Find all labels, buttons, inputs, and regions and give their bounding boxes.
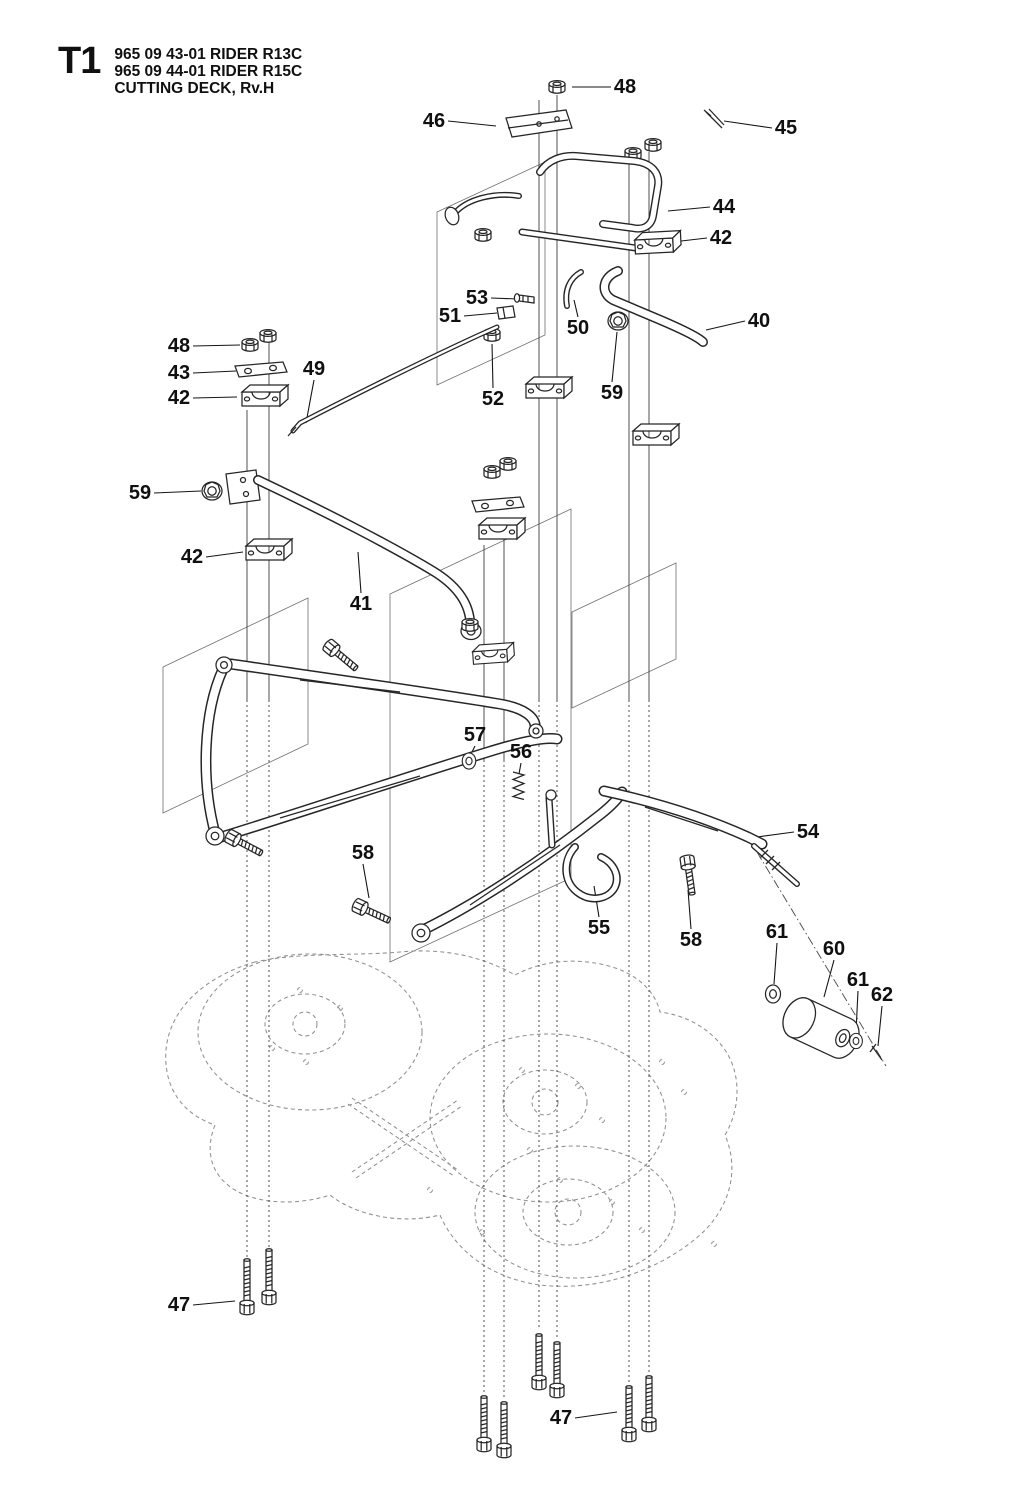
callout-label: 56: [510, 741, 532, 763]
hex-nut-48-left-a: [241, 337, 259, 352]
callout-label: 61: [847, 969, 869, 991]
clamp-arm-41: [471, 641, 516, 665]
center-link: [545, 789, 557, 849]
callout-label: 54: [797, 821, 820, 843]
deck-bolt-47-h: [641, 1375, 657, 1433]
cotter-pin-45: [703, 108, 725, 129]
hex-nut-center-b: [483, 464, 501, 479]
spacer-51: [496, 305, 516, 320]
flange-nut-59-left: [201, 481, 223, 501]
deck-dome-bottom: [474, 1145, 676, 1279]
callout-label: 47: [550, 1407, 572, 1429]
bolt-projection-lines: [246, 95, 650, 1398]
callout-label: 42: [168, 387, 190, 409]
lift-arm-41: [253, 475, 482, 641]
lift-arm-54: [598, 785, 800, 887]
deck-dome-left: [197, 953, 423, 1111]
flange-nut-59-right: [607, 311, 629, 331]
deck-bolt-47-e: [476, 1395, 492, 1453]
callout-label: 59: [129, 482, 151, 504]
spring-56: [511, 771, 526, 801]
callout-label: 43: [168, 362, 190, 384]
deck-bolt-holes: [269, 987, 717, 1247]
hex-nut-48-left-b: [259, 328, 277, 343]
clamp-42-left: [241, 384, 289, 407]
drawing-title: CUTTING DECK, Rv.H: [114, 80, 275, 98]
hex-nut-center-a: [499, 456, 517, 471]
washer-plate-center: [471, 496, 525, 513]
washer-61-inner: [849, 1032, 863, 1050]
sheet-code: T1: [58, 40, 101, 82]
callout-labels: 48 46 45 44 42 53 51 50 40 48 43 42 49 5…: [129, 76, 893, 1429]
callout-label: 62: [871, 984, 893, 1006]
washer-57: [461, 752, 477, 770]
callout-label: 46: [423, 110, 445, 132]
screw-53: [513, 293, 535, 304]
callout-label: 45: [775, 117, 797, 139]
parts: [200, 79, 887, 1459]
clamp-center: [478, 517, 526, 540]
deck-bolt-47-c: [531, 1333, 547, 1391]
adjuster-rod-49: [287, 324, 500, 437]
hex-bolt-58-right: [679, 853, 700, 897]
deck-bolt-47-d: [549, 1341, 565, 1399]
washer-plate-43-left: [234, 361, 288, 378]
hook-rod-55: [562, 843, 621, 903]
deck-outline: [165, 950, 738, 1287]
title-block: T1 965 09 43-01 RIDER R13C 965 09 44-01 …: [58, 40, 303, 98]
hex-nut-loop-rod: [474, 227, 492, 242]
callout-label: 49: [303, 358, 325, 380]
callout-label: 41: [350, 593, 372, 615]
callout-label: 47: [168, 1294, 190, 1316]
frame-strap-44: [536, 151, 663, 233]
hex-bolt-58-left: [349, 896, 394, 928]
deck-bolt-47-b: [261, 1248, 277, 1306]
washer-61-outer: [764, 984, 782, 1004]
callout-label: 52: [482, 388, 504, 410]
callout-label: 48: [168, 335, 190, 357]
deck-bolt-47-g: [621, 1385, 637, 1443]
model-number-2: 965 09 44-01 RIDER R15C: [114, 63, 303, 81]
clamp-42-right: [633, 229, 683, 255]
callout-label: 57: [464, 724, 486, 746]
clamp-right-lower: [632, 423, 680, 446]
hex-nut-48-top: [548, 79, 566, 94]
pivot-bracket: [225, 469, 261, 505]
callout-label: 53: [466, 287, 488, 309]
spindle-bottom: [554, 1198, 582, 1226]
lift-frame-arms: [200, 656, 628, 943]
callout-label: 44: [713, 196, 736, 218]
deck-bolt-47-a: [239, 1258, 255, 1316]
clamp-mid: [525, 376, 573, 399]
roller-60: [782, 997, 860, 1059]
callout-label: 40: [748, 310, 770, 332]
callout-label: 48: [614, 76, 636, 98]
deck-bolt-47-f: [496, 1401, 512, 1459]
callout-label: 61: [766, 921, 788, 943]
callout-label: 58: [680, 929, 702, 951]
hex-bolt-upper-arm: [320, 637, 362, 675]
leader-lines: [153, 86, 883, 1419]
pivot-shaft: [518, 228, 654, 254]
callout-label: 60: [823, 938, 845, 960]
callout-label: 51: [439, 305, 461, 327]
callout-label: 59: [601, 382, 623, 404]
callout-label: 55: [588, 917, 610, 939]
deck-dome-right: [429, 1033, 667, 1203]
handle-bar-40: [599, 266, 708, 347]
loop-rod: [444, 191, 522, 226]
spindle-left: [292, 1011, 318, 1037]
hex-nut-arm-41: [461, 617, 479, 632]
blade-cross: [347, 1097, 463, 1179]
spindle-right: [531, 1088, 559, 1116]
link-rod-50: [563, 269, 584, 309]
cotter-pin-62: [869, 1043, 883, 1061]
model-number-1: 965 09 43-01 RIDER R13C: [114, 46, 303, 63]
hex-nut-44b: [644, 137, 662, 152]
callout-label: 50: [567, 317, 589, 339]
callout-label: 42: [181, 546, 203, 568]
roller-axis-line: [756, 851, 887, 1067]
callout-label: 58: [352, 842, 374, 864]
callout-label: 42: [710, 227, 732, 249]
